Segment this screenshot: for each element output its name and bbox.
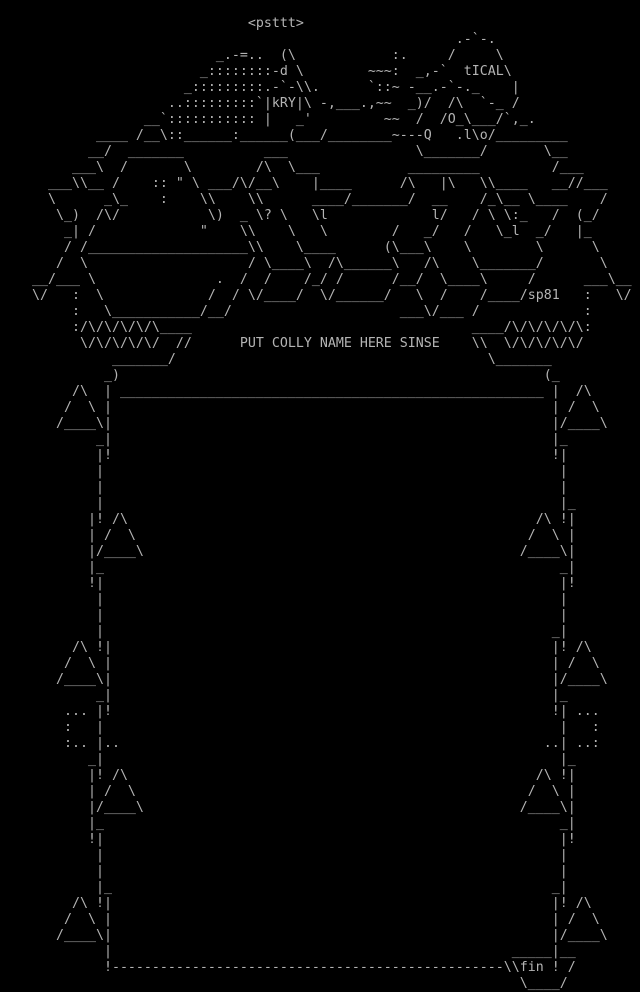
ascii-frame-line: / \ | | / \ [0,912,600,927]
ascii-frame-line: /\ !| |! /\ [0,896,592,911]
ascii-art-header-line: _::::::::-d \ ~~~: _,-` tICAL\ [0,64,512,79]
ascii-art-header-line: ..:::::::::`|kRY|\ -,___.,~~ _)/ /\ `-_ … [0,96,520,111]
ascii-frame-line: |_ _| [0,560,576,575]
ascii-art-header-line: ___\ / \ /\ \___ _________ /___ [0,160,584,175]
ascii-frame-line: | | [0,592,568,607]
ascii-frame-line: |_ _| [0,816,576,831]
ascii-frame-line: /____\| |/____\ [0,416,608,431]
ascii-frame-line: |/____\ /____\| [0,544,576,559]
ascii-frame-line: _| |_ [0,688,568,703]
ascii-frame-line: / \ | | / \ [0,400,600,415]
ascii-art-header-line: \_) /\/ \) _ \? \ \l l/ / \ \:_ / (_/ [0,208,600,223]
ascii-frame-line: |_ _| [0,880,568,895]
ascii-frame-line: |! !| [0,448,568,463]
ascii-art-header-line: / \ / \____\ /\______\ /\ \_______/ \ [0,256,608,271]
ascii-frame-line: | _____|__ [0,944,576,959]
ascii-frame-line: : | | : [0,720,600,735]
ascii-frame-line: |! /\ /\ !| [0,768,576,783]
ascii-art-header-line [0,0,640,16]
ascii-frame-line: \____/ [0,976,568,991]
signature-line: \/ : \ / / \/____/ \/______/ \ / /____/s… [0,288,632,303]
colly-name-placeholder-line: \/\/\/\/\/ // PUT COLLY NAME HERE SINSE … [0,336,584,351]
ascii-art-header-line: __/ _______ ___ \_______/ \__ [0,144,568,159]
title-line: <psttt> [0,16,304,31]
ascii-frame-line: | / \ / \ | [0,784,576,799]
ascii-frame-line: /____\| |/____\ [0,672,608,687]
ascii-frame-line: | / \ / \ | [0,528,576,543]
ascii-art-header-line: __/___ \ . / / /_/ / /__/ \____\ / ___\_… [0,272,632,287]
ascii-art-header-line: ___\\__ / :: " \ ___/\/__\ |____ /\ |\ \… [0,176,608,191]
ascii-art-header-line: :/\/\/\/\/\____ ____/\/\/\/\/\: [0,320,592,335]
ascii-frame-line: | | [0,864,568,879]
ascii-art-header-line: / /____________________\\ \____ (\___\ \… [0,240,600,255]
ascii-art-header-line: __`::::::::::: | _' ~~ / /O_\___/`,_. [0,112,536,127]
ascii-art-header-line: ____ /__\::______:______(___/________~--… [0,128,568,143]
ascii-frame-line: _| |_ [0,752,576,767]
ascii-frame-line: :.. |.. ..| ..: [0,736,600,751]
ascii-art-header-line: _.-=.. (\ :. / \ [0,48,504,63]
ascii-frame-line: _| |_ [0,432,568,447]
ascii-frame-line: / \ | | / \ [0,656,600,671]
ascii-frame-line: | |_ [0,496,576,511]
frame-bottom-border-fin: !---------------------------------------… [0,960,576,975]
ascii-art-header-line: : \___________/__/ ___\/___ / : [0,304,592,319]
frame-top-border: /\ | ___________________________________… [0,384,592,399]
ascii-art-header-line: .-`-. [0,32,496,47]
ascii-frame-line: |! /\ /\ !| [0,512,576,527]
ascii-frame-line: | | [0,480,568,495]
ascii-art-header-line: _______/ \_______ [0,352,552,367]
ascii-frame-line: /\ !| |! /\ [0,640,592,655]
ascii-frame-line: ... |! !| ... [0,704,600,719]
ascii-art-header-line: _| / " \\ \ \ / _/ / \_l _/ |_ [0,224,592,239]
ascii-frame-line: | _| [0,624,568,639]
ascii-art-header-line: \ _\_ : \\ \\ ____/_______/ __ /_\__ \__… [0,192,608,207]
ascii-art-header-line: _:::::::::.-`-\\. `::~ -__.-`-._ | [0,80,520,95]
ascii-frame-line: | | [0,608,568,623]
ascii-frame-line: | | [0,464,568,479]
ascii-frame-line: | | [0,848,568,863]
ascii-frame-line: !| |! [0,576,576,591]
ascii-frame-line: /____\| |/____\ [0,928,608,943]
ascii-frame-line: !| |! [0,832,576,847]
ascii-art-header-line: _) (_ [0,368,560,383]
ascii-frame-line: |/____\ /____\| [0,800,576,815]
